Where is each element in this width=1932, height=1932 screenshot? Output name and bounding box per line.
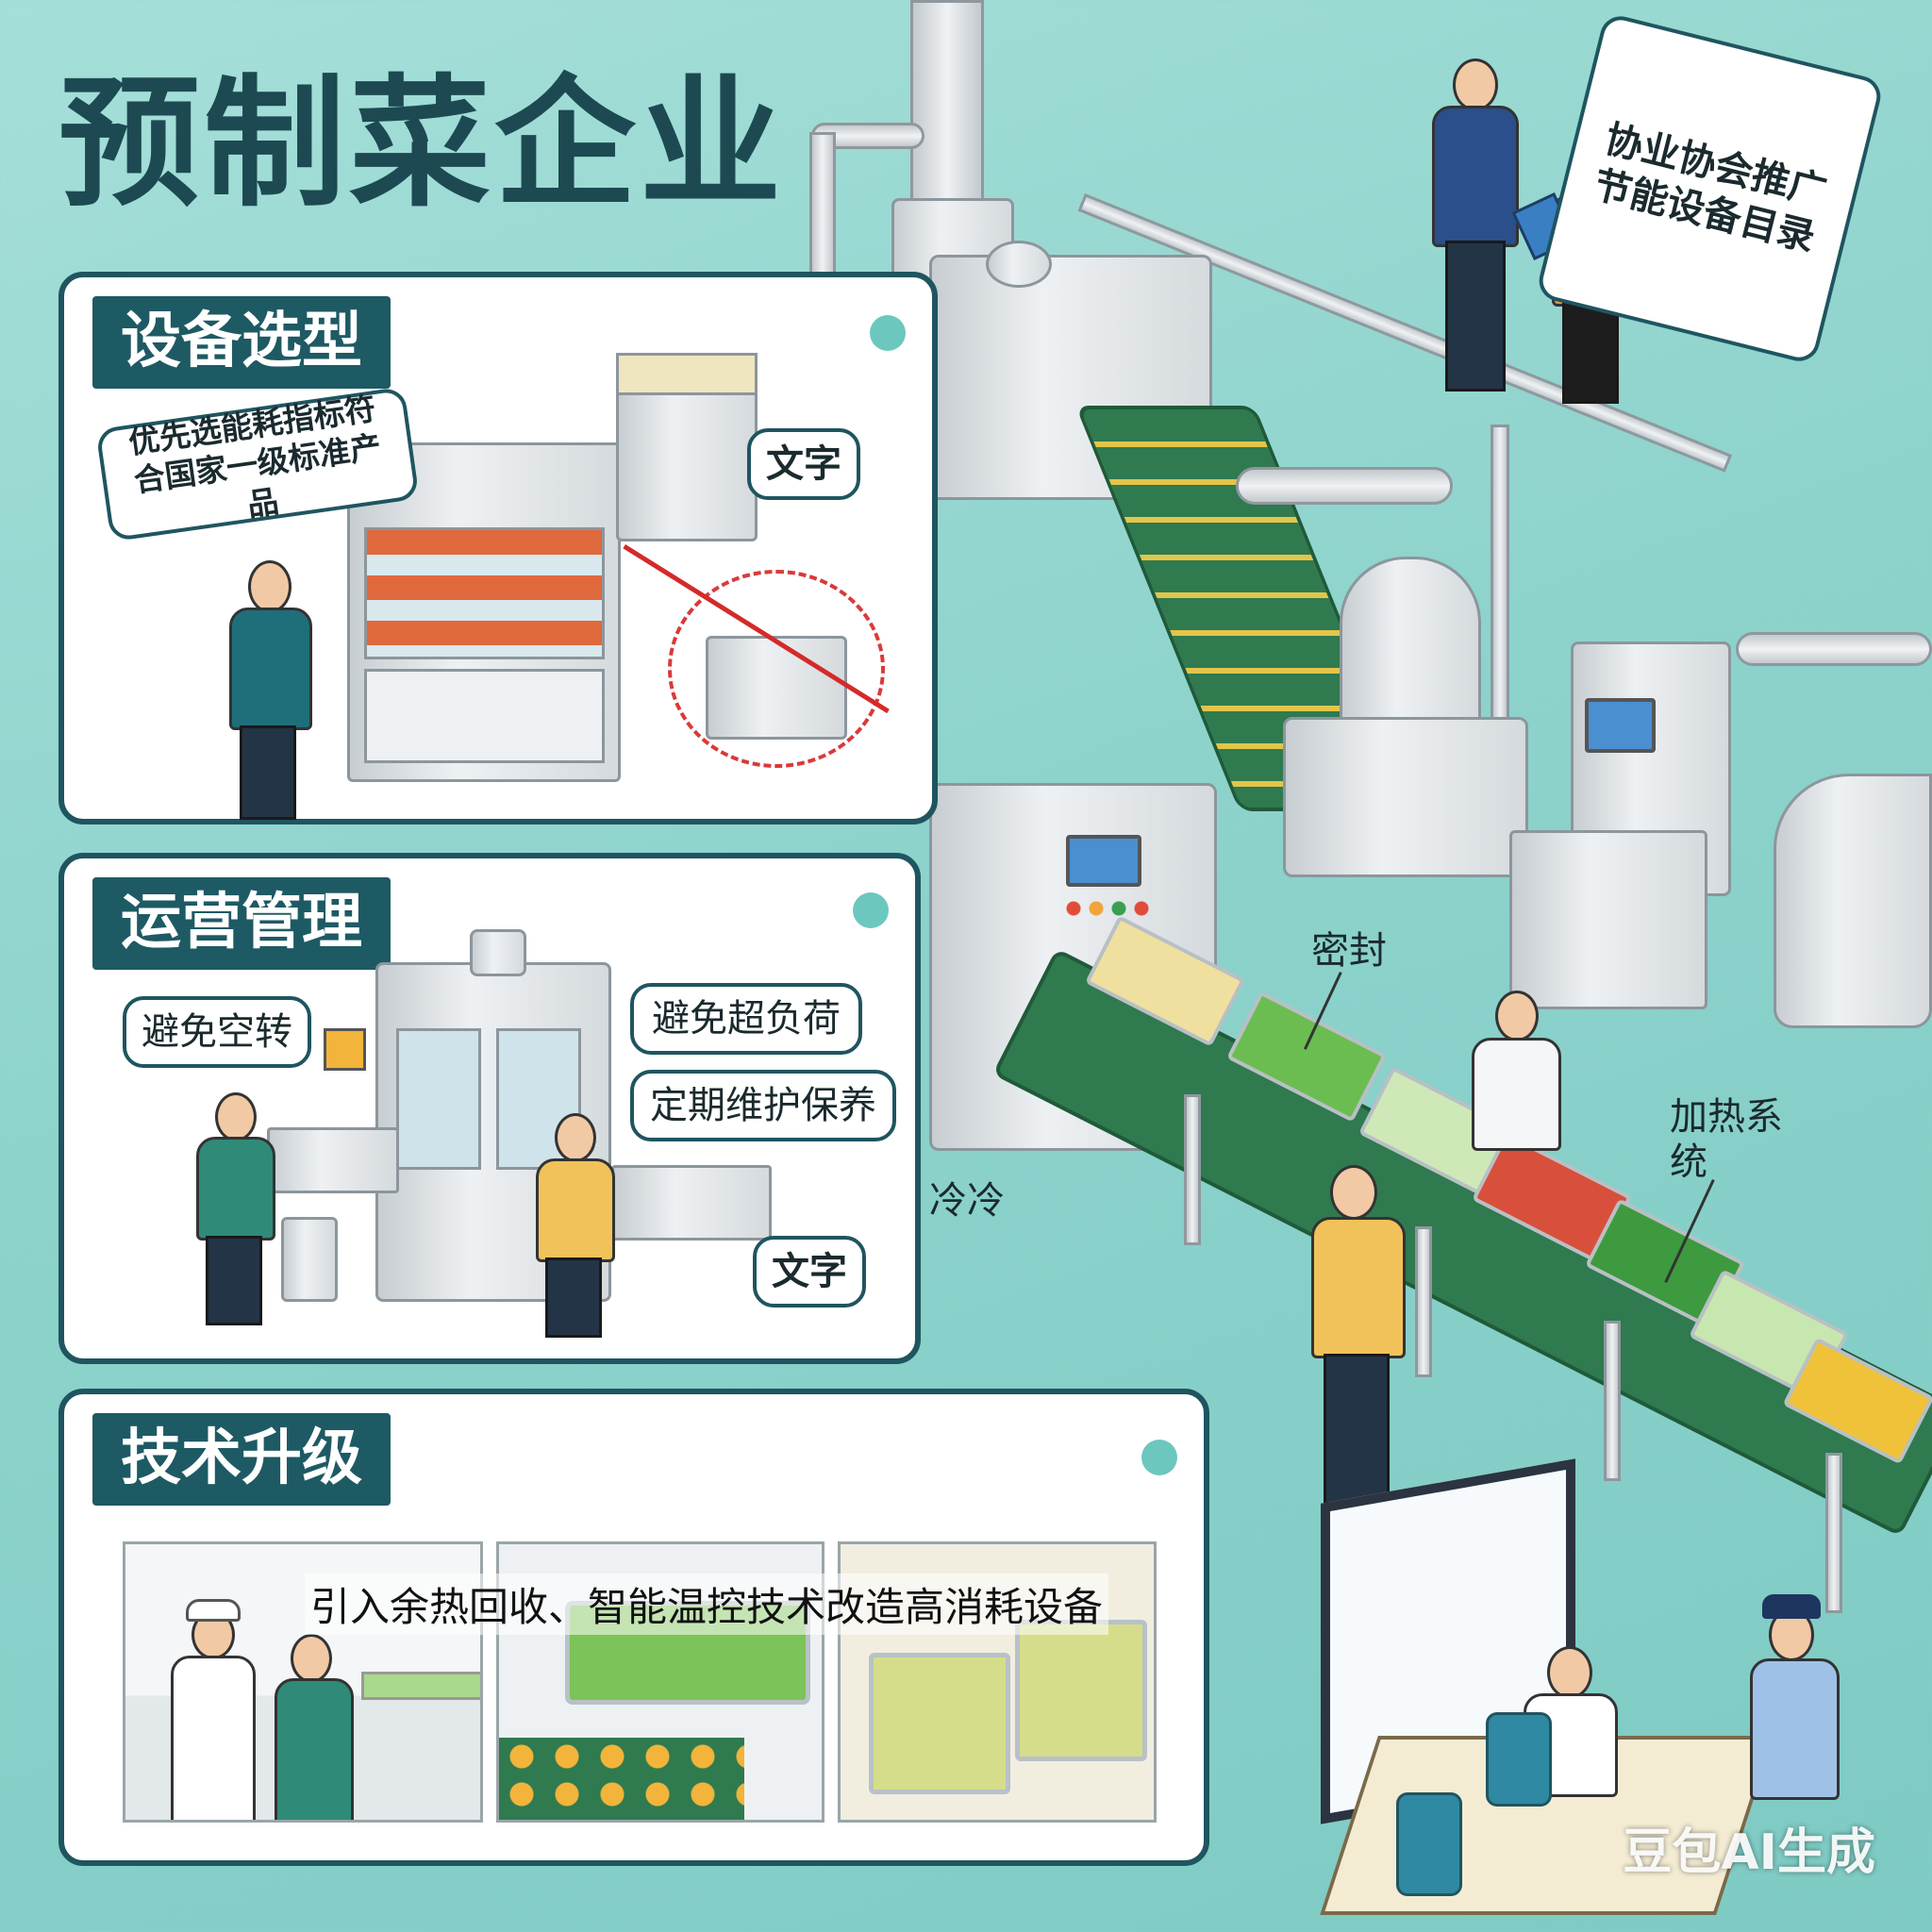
panel-header-upgrade: 技术升级 — [92, 1413, 391, 1506]
rejected-equipment-circle — [668, 570, 885, 768]
avoid-idle-text: 避免空转 — [142, 1010, 292, 1054]
photo-greens-tray — [496, 1541, 824, 1823]
worker-body — [1311, 1217, 1406, 1358]
label-heating: 加热系统 — [1670, 1095, 1783, 1184]
exhaust-stack — [910, 0, 984, 236]
panel-header-operation: 运营管理 — [92, 877, 391, 970]
upper-cap — [986, 241, 1052, 288]
worker-legs — [206, 1236, 262, 1325]
panel-header-equipment: 设备选型 — [92, 296, 391, 389]
avoid-overload-text: 避免超负荷 — [652, 997, 841, 1041]
inspector-cap — [186, 1599, 241, 1622]
conveyor-leg — [1825, 1453, 1842, 1613]
green-belt — [499, 1738, 744, 1820]
ai-watermark: 豆包AI生成 — [1623, 1824, 1875, 1881]
mixer-base — [1283, 717, 1528, 877]
worker-body — [229, 608, 312, 730]
worker-head — [1330, 1165, 1377, 1220]
manager-head — [1453, 58, 1498, 111]
right-pipe — [1736, 632, 1932, 666]
text-bubble: 文字 — [753, 1236, 866, 1307]
label-cooling: 冷冷 — [929, 1179, 1005, 1223]
dumpling-tray — [1015, 1620, 1147, 1761]
monitor — [324, 1028, 366, 1071]
railing-post — [1491, 425, 1509, 736]
conveyor-leg — [1604, 1321, 1621, 1481]
waste-bucket — [281, 1217, 338, 1302]
officer-cap — [1762, 1594, 1821, 1619]
upgrade-caption: 引入余热回收、智能温控技术改造高消耗设备 — [305, 1574, 1109, 1635]
maintenance-bubble: 定期维护保养 — [630, 1070, 896, 1141]
label-sealing: 密封 — [1311, 929, 1387, 973]
association-bubble-text: 协业协会推广节能设备目录 — [1589, 117, 1831, 260]
manager-body — [1432, 106, 1519, 247]
worker-body — [196, 1137, 275, 1241]
worker-body — [275, 1678, 354, 1820]
filling-machine — [1509, 830, 1707, 1009]
officer-body — [1750, 1658, 1840, 1800]
text-bubble: 文字 — [747, 428, 860, 500]
worker-legs — [240, 725, 296, 820]
cabinet-doors — [364, 669, 605, 763]
text-bubble-label: 文字 — [772, 1250, 847, 1293]
chair — [1486, 1712, 1552, 1807]
dumpling-tray — [869, 1653, 1010, 1794]
boiler-tank — [1774, 774, 1932, 1028]
conveyor-leg — [1415, 1226, 1432, 1377]
worker-head — [555, 1113, 596, 1162]
panel-dot-icon — [853, 892, 889, 928]
worker-body — [536, 1158, 615, 1262]
worker-body — [1472, 1038, 1561, 1151]
panel-equipment-selection: 设备选型 优先选能耗指标符合国家一级标准产品 文字 — [58, 272, 938, 824]
manager-legs — [1562, 300, 1619, 404]
avoid-overload-bubble: 避免超负荷 — [630, 983, 862, 1055]
worker-head — [215, 1092, 257, 1141]
worker-head — [1495, 991, 1539, 1041]
side-table — [611, 1165, 772, 1241]
inspector-body — [171, 1656, 256, 1820]
cabinet-screen — [1585, 698, 1656, 753]
mixer-tank — [1340, 557, 1481, 736]
avoid-idle-bubble: 避免空转 — [123, 996, 311, 1068]
panel-dot-icon — [1141, 1440, 1177, 1475]
chair — [1396, 1792, 1462, 1896]
oven-screen — [1066, 835, 1141, 887]
mixer-pipe — [1236, 467, 1453, 505]
side-cabinet-top — [616, 353, 758, 395]
attendee-head — [1547, 1646, 1592, 1699]
oven-buttons — [1066, 901, 1160, 916]
conveyor-leg — [1184, 1094, 1201, 1245]
cabinet-window — [396, 1028, 481, 1170]
panel-operation-management: 运营管理 避免空转 避免超负荷 定期维护保养 文字 — [58, 853, 921, 1364]
panel-dot-icon — [870, 315, 906, 351]
page-title: 预制菜企业 — [58, 62, 786, 226]
workbench — [267, 1127, 399, 1193]
cabinet-food-rows — [364, 527, 605, 659]
worker-head — [291, 1634, 332, 1683]
panel-tech-upgrade: 技术升级 引入余热回收、智能温控技术改造高消耗设备 — [58, 1389, 1209, 1866]
maintenance-text: 定期维护保养 — [650, 1084, 876, 1127]
text-bubble-label: 文字 — [766, 442, 841, 486]
cabinet-chimney — [470, 929, 526, 976]
worker-head — [248, 560, 291, 613]
food-counter — [361, 1672, 480, 1700]
rejected-equipment — [706, 636, 847, 740]
worker-legs — [545, 1257, 602, 1338]
manager-legs — [1445, 241, 1506, 391]
worker-legs — [1324, 1354, 1390, 1505]
